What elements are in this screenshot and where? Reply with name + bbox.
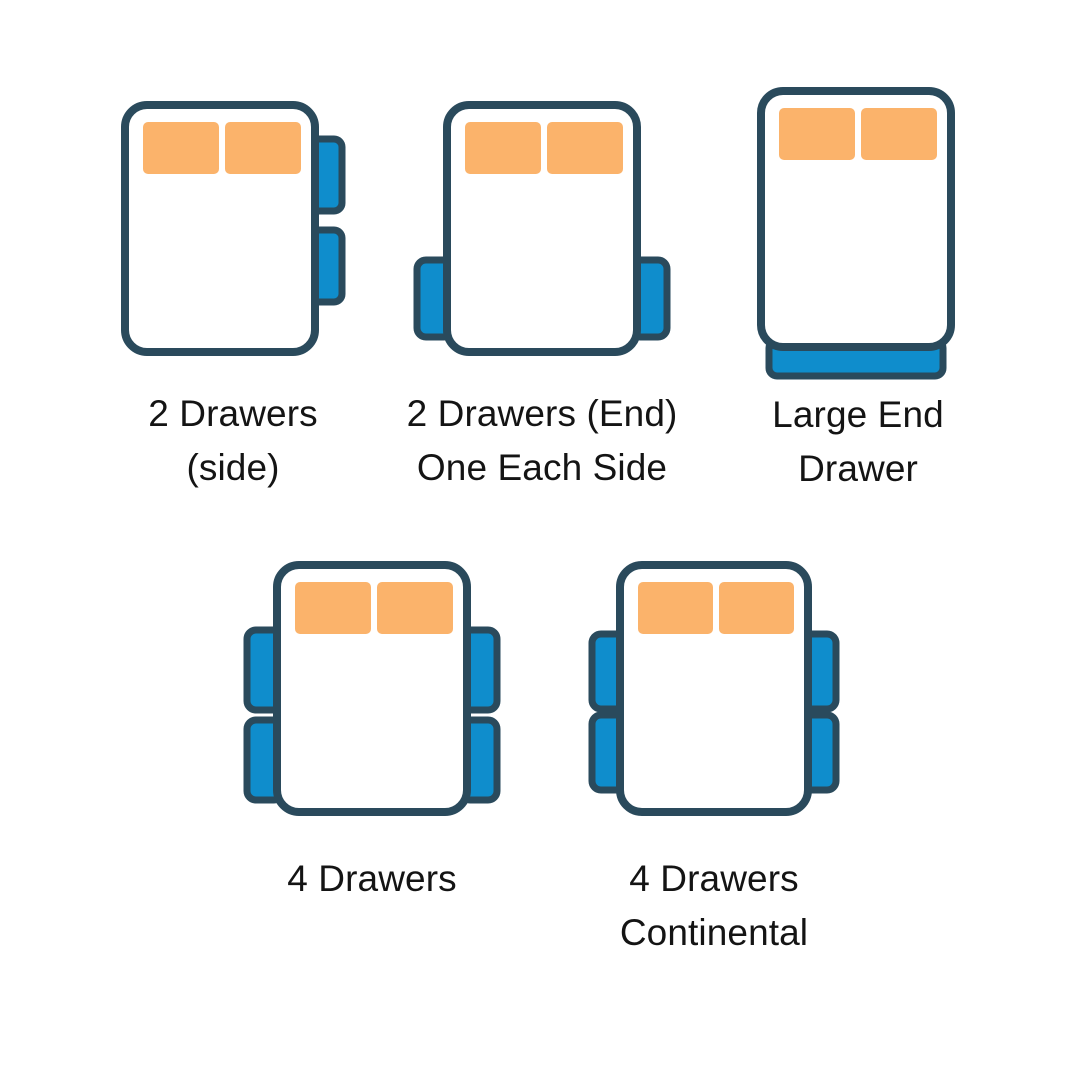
bed-label-2-drawers-side: 2 Drawers (side) (148, 393, 318, 489)
pillow-left (143, 122, 219, 174)
bed-label-2-drawers-end: 2 Drawers (End) One Each Side (406, 393, 678, 489)
bed-four-drawers-icon (243, 561, 501, 816)
bed-option-2-drawers-side[interactable]: 2 Drawers (side) (108, 92, 358, 488)
pillow-right (547, 122, 623, 174)
pillow-left (779, 108, 855, 160)
bed-option-4-drawers-continental[interactable]: 4 Drawers Continental (583, 552, 845, 953)
bed-large-end-drawer-icon (757, 87, 955, 380)
bed-option-large-end-drawer[interactable]: Large End Drawer (748, 78, 968, 489)
pillow-left (465, 122, 541, 174)
bed-two-side-drawers-icon (121, 101, 346, 356)
bed-two-end-drawers-icon (413, 101, 671, 356)
pillow-left (638, 582, 713, 634)
bed-option-2-drawers-end[interactable]: 2 Drawers (End) One Each Side (407, 92, 677, 488)
pillow-left (295, 582, 371, 634)
bed-label-4-drawers: 4 Drawers (287, 858, 457, 899)
bed-label-4-drawers-continental: 4 Drawers Continental (619, 858, 809, 954)
pillow-right (719, 582, 794, 634)
bed-option-4-drawers[interactable]: 4 Drawers (238, 552, 506, 899)
bed-label-large-end-drawer: Large End Drawer (772, 394, 944, 490)
bed-four-drawers-continental-icon (588, 561, 840, 816)
pillow-right (377, 582, 453, 634)
pillow-right (861, 108, 937, 160)
pillow-right (225, 122, 301, 174)
